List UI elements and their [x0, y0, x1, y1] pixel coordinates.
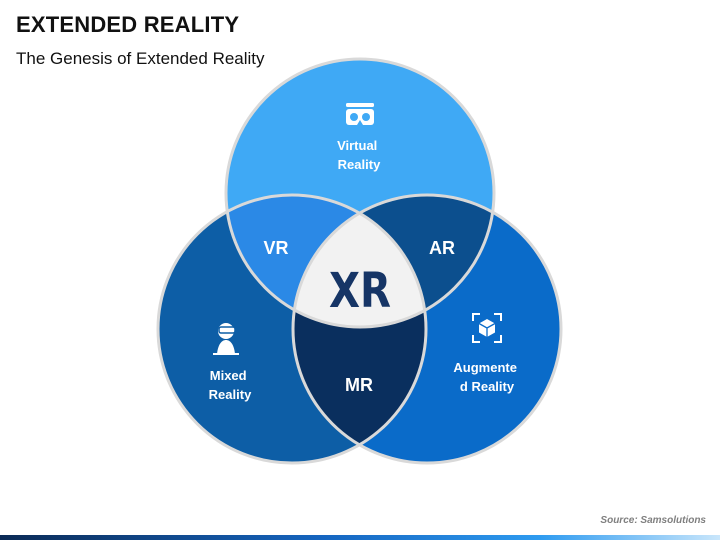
- overlap-mr-label: MR: [345, 375, 373, 395]
- source-note: Source: Samsolutions: [600, 515, 706, 526]
- outline-mixed: [156, 193, 428, 465]
- mixed-reality-label-line2: Reality: [209, 387, 252, 402]
- svg-text:Augmente d Reality: Augmente d Reality: [453, 360, 520, 394]
- center-xr-label: XR: [329, 263, 391, 319]
- svg-text:Virtual Reality: Virtual Reality: [337, 138, 381, 172]
- center-xr-region: [293, 195, 426, 327]
- outline-virtual: [224, 57, 496, 329]
- overlap-ar-label: AR: [429, 238, 455, 258]
- virtual-reality-label-line1: Virtual: [337, 138, 377, 153]
- overlap-vr-label: VR: [263, 238, 288, 258]
- svg-text:Mixed Reality: Mixed Reality: [209, 368, 252, 402]
- page-title: EXTENDED REALITY: [16, 12, 240, 37]
- page-subtitle: The Genesis of Extended Reality: [16, 49, 265, 68]
- vr-headset-icon: [346, 103, 374, 125]
- bottom-accent-bar: [0, 535, 720, 540]
- outline-augmented: [291, 193, 563, 465]
- augmented-reality-label-line2: d Reality: [460, 379, 515, 394]
- augmented-reality-label-line1: Augmente: [453, 360, 517, 375]
- mixed-reality-label-line1: Mixed: [210, 368, 247, 383]
- person-with-headset-icon: [213, 323, 239, 355]
- cube-in-frame-icon: [472, 313, 502, 343]
- virtual-reality-label-line2: Reality: [338, 157, 381, 172]
